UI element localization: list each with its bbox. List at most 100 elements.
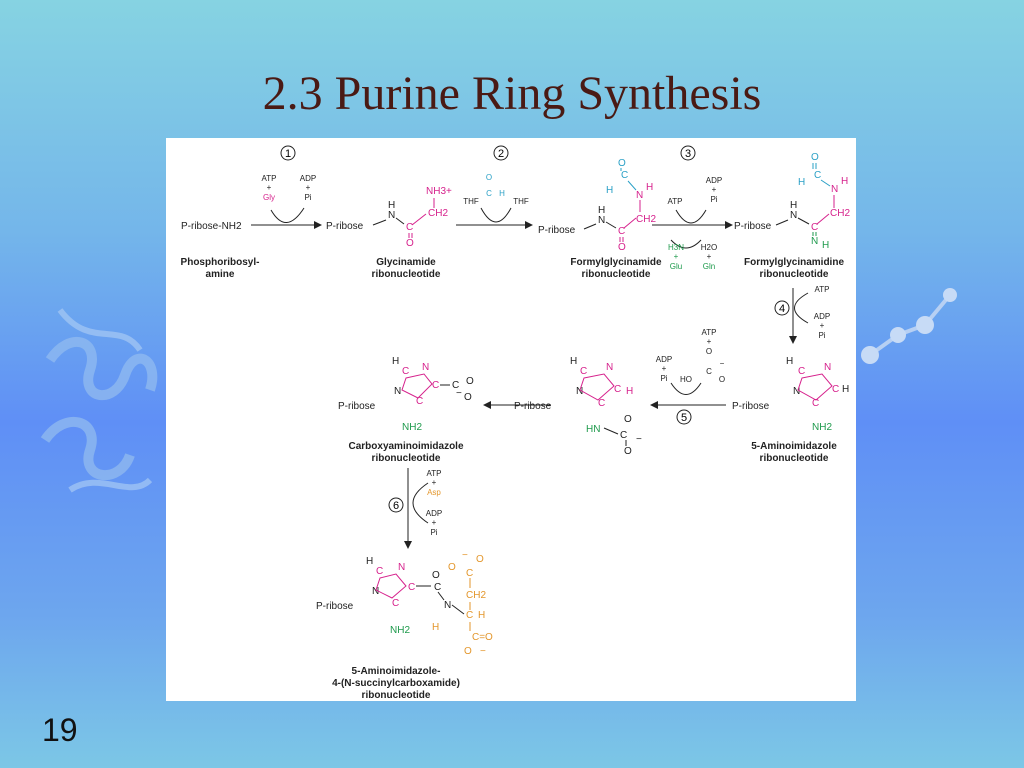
svg-text:C: C (434, 582, 441, 593)
svg-text:P-ribose: P-ribose (316, 601, 354, 612)
svg-text:C: C (811, 222, 818, 233)
svg-text:C: C (706, 367, 712, 376)
svg-text:C: C (580, 366, 587, 377)
svg-text:ADP: ADP (706, 176, 722, 185)
svg-text:O: O (406, 238, 414, 249)
svg-text:O: O (432, 570, 440, 581)
step-1: 1 (285, 148, 291, 160)
svg-text:NH3+: NH3+ (426, 186, 452, 197)
svg-text:Phosphoribosyl-: Phosphoribosyl- (181, 257, 260, 268)
svg-text:5-Aminoimidazole: 5-Aminoimidazole (751, 441, 837, 452)
svg-text:P-ribose: P-ribose (514, 401, 552, 412)
svg-text:H: H (478, 610, 485, 621)
svg-text:ribonucleotide: ribonucleotide (372, 269, 441, 280)
svg-text:N: N (444, 600, 451, 611)
svg-text:ATP: ATP (668, 197, 683, 206)
svg-text:−: − (462, 550, 468, 561)
svg-text:C: C (466, 568, 473, 579)
svg-text:C=O: C=O (472, 632, 493, 643)
compound-aminoimidazole-ribonucleotide: P-ribose H C N N C H C NH2 5-Aminoimidaz… (732, 356, 849, 464)
svg-text:ADP: ADP (814, 312, 830, 321)
protein-ribbon-decoration (40, 308, 158, 493)
svg-text:ATP: ATP (427, 469, 442, 478)
svg-text:−: − (720, 359, 725, 368)
svg-text:H2O: H2O (701, 243, 717, 252)
svg-text:C: C (812, 398, 819, 409)
svg-text:O: O (464, 646, 472, 657)
svg-text:P-ribose: P-ribose (338, 401, 376, 412)
svg-text:H: H (786, 356, 793, 367)
step-4: 4 (779, 303, 785, 315)
compound-carboxyaminoimidazole-ribonucleotide: P-ribose H C N N C C C O O − NH2 Carboxy… (338, 356, 474, 464)
svg-text:CH2: CH2 (428, 208, 448, 219)
svg-text:+: + (820, 321, 825, 330)
svg-text:H: H (366, 556, 373, 567)
svg-text:H: H (822, 240, 829, 251)
svg-text:C: C (452, 380, 459, 391)
svg-text:C: C (618, 226, 625, 237)
svg-text:C: C (466, 610, 473, 621)
svg-text:P-ribose: P-ribose (734, 221, 772, 232)
svg-text:Pi: Pi (818, 331, 825, 340)
svg-text:H: H (606, 185, 613, 196)
svg-text:Pi: Pi (430, 528, 437, 537)
svg-text:ATP: ATP (815, 285, 830, 294)
svg-text:O: O (624, 414, 632, 425)
svg-text:H: H (432, 622, 439, 633)
svg-text:O: O (476, 554, 484, 565)
svg-text:P-ribose: P-ribose (326, 221, 364, 232)
svg-text:ADP: ADP (426, 509, 442, 518)
svg-text:N: N (422, 362, 429, 373)
svg-text:C: C (832, 384, 839, 395)
svg-text:Glu: Glu (670, 262, 682, 271)
svg-text:N: N (388, 210, 395, 221)
svg-text:ATP: ATP (262, 174, 277, 183)
svg-text:N: N (811, 236, 818, 247)
svg-text:amine: amine (206, 269, 235, 280)
step-5: 5 (681, 412, 687, 424)
svg-text:Gln: Gln (703, 262, 715, 271)
svg-text:+: + (306, 183, 311, 192)
svg-text:N: N (598, 215, 605, 226)
svg-text:+: + (267, 183, 272, 192)
svg-text:C: C (376, 566, 383, 577)
svg-text:Gly: Gly (263, 193, 275, 202)
step3-cofactors: ATP ADP + Pi H3N + Glu H2O + Gln (668, 176, 723, 271)
svg-text:Glycinamide: Glycinamide (376, 257, 436, 268)
svg-text:Pi: Pi (304, 193, 311, 202)
svg-text:C: C (486, 189, 492, 198)
svg-text:O: O (466, 376, 474, 387)
pathway-figure: 1 2 3 4 5 6 P-ribose-NH2 Phosphoribosyl-… (166, 138, 856, 701)
step1-cofactors: ATP + Gly ADP + Pi (262, 174, 317, 202)
step6-cofactors: ATP + Asp ADP + Pi (426, 469, 442, 537)
compound-glycinamide-ribonucleotide: P-ribose H N C O CH2 NH3+ Glycinamide ri… (326, 186, 452, 280)
svg-text:−: − (456, 388, 462, 399)
svg-text:−: − (636, 434, 642, 445)
svg-text:CH2: CH2 (466, 590, 486, 601)
svg-text:Carboxyaminoimidazole: Carboxyaminoimidazole (348, 441, 463, 452)
svg-text:O: O (448, 562, 456, 573)
svg-text:HO: HO (680, 375, 692, 384)
svg-text:O: O (486, 173, 492, 182)
svg-text:+: + (674, 252, 679, 261)
svg-text:ribonucleotide: ribonucleotide (582, 269, 651, 280)
step-markers: 1 2 3 4 5 6 (280, 145, 790, 513)
molecule-decoration (861, 288, 957, 364)
svg-text:CH2: CH2 (636, 214, 656, 225)
svg-text:P-ribose: P-ribose (538, 225, 576, 236)
svg-text:C: C (432, 380, 439, 391)
svg-text:N: N (790, 210, 797, 221)
step5-cofactors: ATP + O C HO − O ADP + Pi (656, 328, 725, 384)
svg-text:C: C (621, 170, 628, 181)
svg-text:Formylglycinamide: Formylglycinamide (570, 257, 662, 268)
svg-text:4-(N-succinylcarboxamide): 4-(N-succinylcarboxamide) (332, 678, 460, 689)
svg-text:O: O (811, 152, 819, 163)
svg-text:Asp: Asp (427, 488, 441, 497)
compound-n5-carboxyaminoimidazole: P-ribose H C N N C H C HN C − O O (514, 356, 642, 457)
svg-text:ADP: ADP (656, 355, 672, 364)
svg-text:NH2: NH2 (812, 422, 832, 433)
svg-text:ADP: ADP (300, 174, 316, 183)
svg-text:HN: HN (586, 424, 600, 435)
svg-text:O: O (706, 347, 712, 356)
svg-text:O: O (618, 158, 626, 169)
